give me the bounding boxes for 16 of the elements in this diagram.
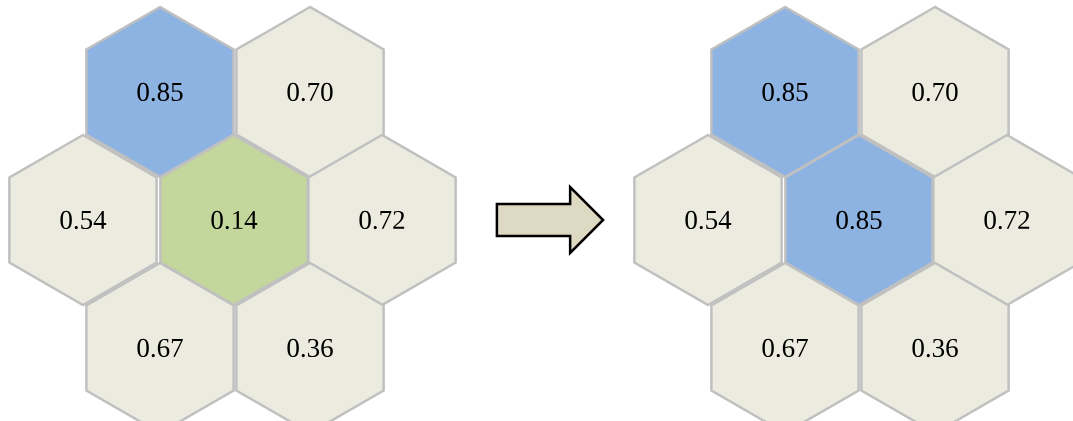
hexagon-cell: 0.67 [710, 261, 860, 421]
hexagon-cell: 0.70 [235, 5, 385, 179]
hexagon-cell: 0.36 [235, 261, 385, 421]
hexagon-cell: 0.70 [860, 5, 1010, 179]
hexagon-cell: 0.67 [85, 261, 235, 421]
hexagon-cell: 0.85 [784, 133, 934, 307]
hexagon-cell: 0.85 [85, 5, 235, 179]
hexagon-cell: 0.72 [307, 133, 457, 307]
block-arrow [495, 184, 605, 256]
hexagon-cell: 0.54 [633, 133, 783, 307]
node-label: 0.72 [984, 210, 1030, 230]
hexagon-cell: 0.72 [932, 133, 1073, 307]
hexagon-cell: 0.14 [159, 133, 309, 307]
hexagon-cell: 0.36 [860, 261, 1010, 421]
hexagon-cell: 0.85 [710, 5, 860, 179]
hexagon-cell: 0.54 [8, 133, 158, 307]
